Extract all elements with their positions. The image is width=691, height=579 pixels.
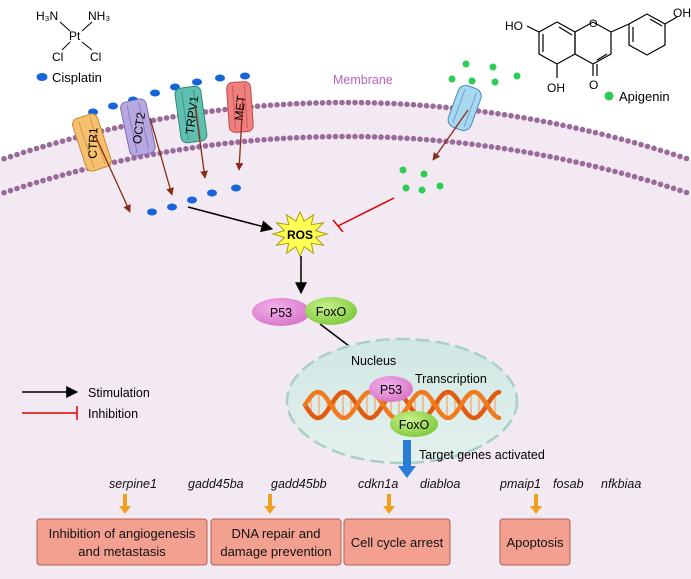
apigenin-ring-oxygen-label: O <box>589 18 598 30</box>
svg-text:DNA repair and: DNA repair and <box>232 526 321 541</box>
svg-text:MET: MET <box>232 94 249 121</box>
apigenin-inhibition-arrow <box>332 197 395 233</box>
cisplatin-legend-dot <box>36 73 48 81</box>
apigenin-structure <box>526 13 678 78</box>
transporter-met: MET <box>226 81 254 133</box>
gene-label: cdkn1a <box>358 477 398 491</box>
target-genes-arrow <box>398 440 416 478</box>
svg-text:OCT2: OCT2 <box>130 111 148 145</box>
svg-text:and metastasis: and metastasis <box>78 544 166 559</box>
p53-cytoplasm-label: P53 <box>270 306 292 320</box>
cisplatin-legend-label: Cisplatin <box>52 70 102 85</box>
legend-stimulation: Stimulation <box>22 386 150 400</box>
p53-nuclear <box>369 376 413 402</box>
svg-text:H₃N: H₃N <box>36 9 58 23</box>
nucleus <box>285 337 519 465</box>
svg-text:Pt: Pt <box>69 29 81 43</box>
apigenin-molecules-inside <box>399 166 444 194</box>
svg-text:Cell cycle arrest: Cell cycle arrest <box>351 535 444 550</box>
svg-text:NH₃: NH₃ <box>88 9 110 23</box>
foxo-cytoplasm-label: FoxO <box>316 305 347 319</box>
gene-label: pmaip1 <box>499 477 541 491</box>
apigenin-legend-dot <box>604 91 614 101</box>
apigenin-oh-right-label: OH <box>673 6 691 20</box>
ros-burst <box>271 210 329 258</box>
apigenin-channel <box>447 84 482 131</box>
transport-arrows <box>94 97 469 213</box>
outcome-box-angiogenesis: Inhibition of angiogenesis and metastasi… <box>36 518 208 566</box>
nucleus-label: Nucleus <box>351 354 396 368</box>
svg-text:Apoptosis: Apoptosis <box>506 535 564 550</box>
apigenin-molecules-outside <box>448 60 521 86</box>
outcome-box-apoptosis: Apoptosis <box>499 518 571 566</box>
foxo-nuclear <box>390 411 438 437</box>
cisplatin-structure: H₃N NH₃ Pt Cl Cl <box>36 9 110 64</box>
svg-text:CTR1: CTR1 <box>85 127 100 159</box>
apigenin-carbonyl-label: O <box>589 78 598 92</box>
transporter-oct2: OCT2 <box>120 98 156 157</box>
gene-label: serpine1 <box>109 477 157 491</box>
svg-text:Inhibition of angiogenesis: Inhibition of angiogenesis <box>49 526 196 541</box>
target-genes-label: Target genes activated <box>419 448 545 462</box>
p53-cytoplasm <box>252 298 310 326</box>
ros-label: ROS <box>287 228 313 242</box>
gene-label: fosab <box>553 477 584 491</box>
svg-text:damage prevention: damage prevention <box>220 544 331 559</box>
gene-label: gadd45ba <box>188 477 244 491</box>
cell-interior <box>0 102 691 579</box>
cisplatin-molecules-inside <box>147 184 241 216</box>
svg-text:TRPV1: TRPV1 <box>183 95 202 135</box>
legend-inhibition: Inhibition <box>22 406 138 421</box>
membrane-label: Membrane <box>333 73 393 87</box>
svg-text:Cl: Cl <box>52 50 63 64</box>
svg-text:Cl: Cl <box>90 50 101 64</box>
outcome-arrows <box>119 494 542 514</box>
svg-text:Inhibition: Inhibition <box>88 407 138 421</box>
apigenin-legend-label: Apigenin <box>619 89 670 104</box>
outcome-box-dna-repair: DNA repair and damage prevention <box>210 518 342 566</box>
p53-nuclear-label: P53 <box>380 383 402 397</box>
gene-label: diabloa <box>420 477 460 491</box>
transcription-label: Transcription <box>415 372 487 386</box>
foxo-nuclear-label: FoxO <box>399 418 430 432</box>
apigenin-ho-label: HO <box>505 19 523 33</box>
svg-text:Stimulation: Stimulation <box>88 386 150 400</box>
foxo-cytoplasm <box>305 297 357 325</box>
outcome-box-cell-cycle-arrest: Cell cycle arrest <box>343 518 451 566</box>
gene-label: gadd45bb <box>271 477 327 491</box>
apigenin-oh-bottom-label: OH <box>547 81 565 95</box>
gene-label: nfkbiaa <box>601 477 641 491</box>
